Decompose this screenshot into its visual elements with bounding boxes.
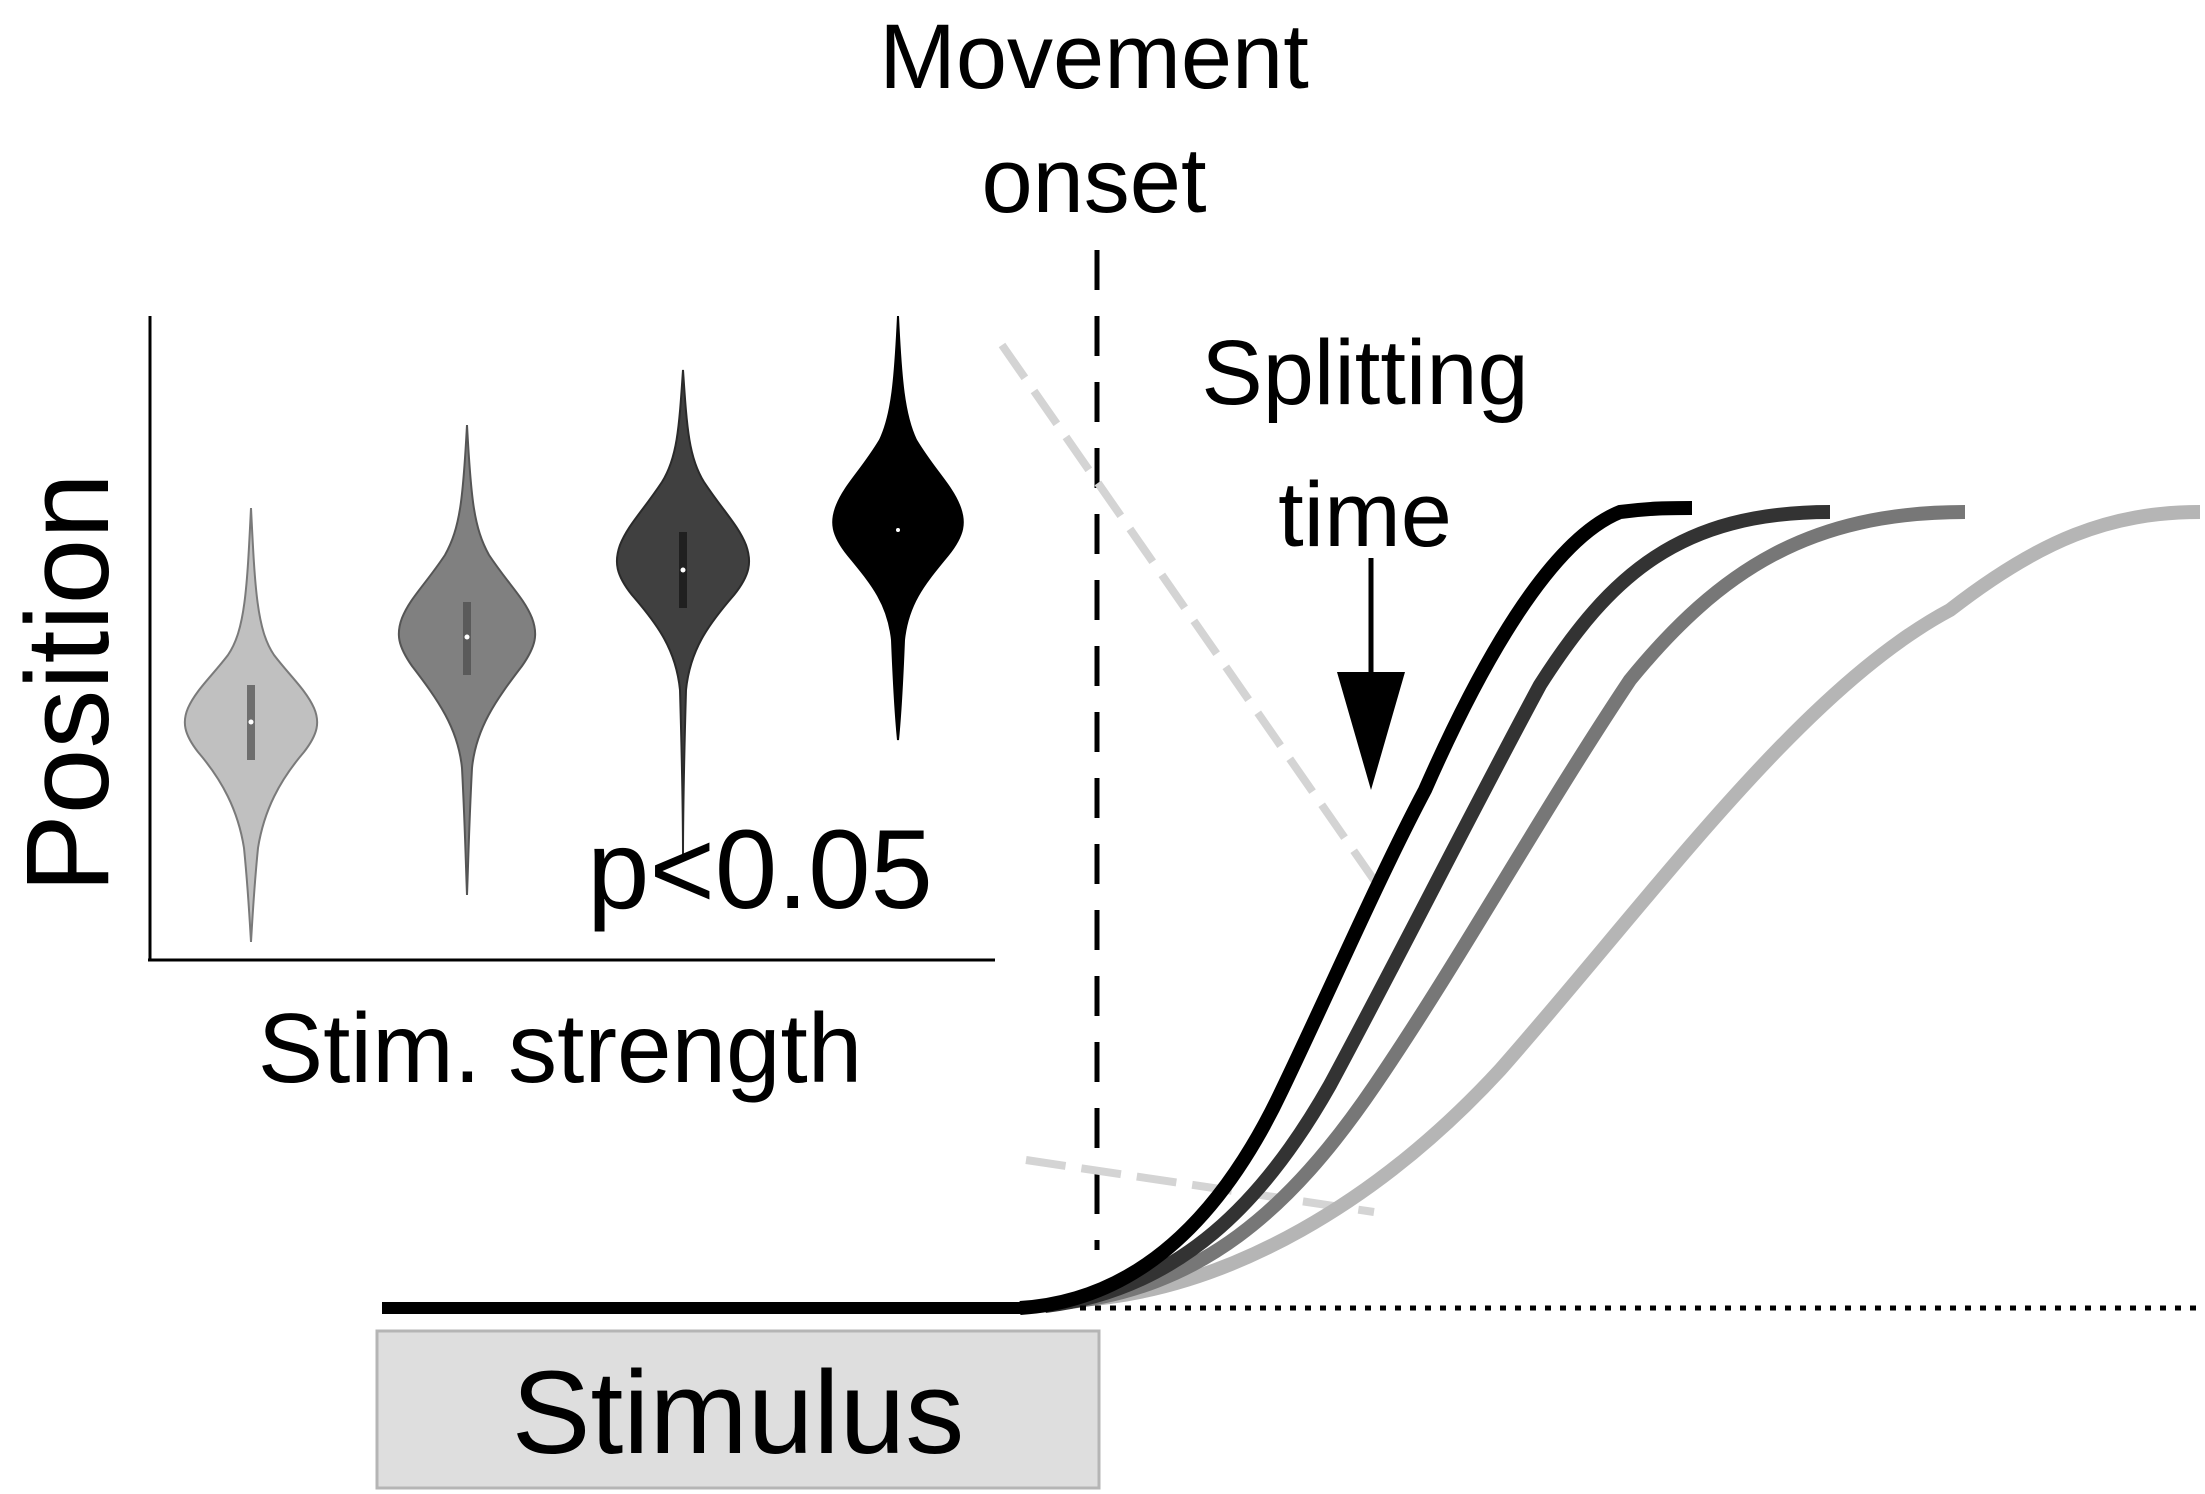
- inset-y-axis-label: Position: [2, 473, 134, 893]
- stimulus-box: Stimulus: [375, 1329, 1101, 1490]
- violin-strongest: [832, 315, 964, 741]
- violin-strong-body: [615, 369, 751, 859]
- splitting-time-annotation: Splitting time: [1201, 322, 1529, 790]
- movement-onset-label-line1: Movement: [879, 6, 1309, 108]
- violin-strong-median: [680, 567, 686, 573]
- inset-x-axis-label: Stim. strength: [258, 993, 863, 1103]
- splitting-time-arrow-head: [1337, 672, 1405, 790]
- violin-weak: [183, 507, 319, 943]
- stimulus-box-label: Stimulus: [512, 1347, 964, 1479]
- movement-onset-marker: Movement onset: [879, 6, 1309, 1250]
- trajectory-strong: [1044, 505, 1831, 1313]
- stimulus-box-rect: [375, 1329, 1101, 1490]
- violin-medium: [397, 424, 537, 896]
- trajectory-strongest: [1019, 501, 1693, 1315]
- trajectories: [382, 501, 2201, 1315]
- trajectory-medium: [1059, 505, 1966, 1310]
- splitting-time-label-line2: time: [1278, 464, 1452, 566]
- trajectory-weak: [1079, 505, 2201, 1307]
- p-value-label: p<0.05: [587, 807, 933, 932]
- violin-weak-median: [248, 719, 254, 725]
- violin-medium-median: [464, 634, 470, 640]
- splitting-time-label-line1: Splitting: [1201, 322, 1528, 424]
- violin-strong: [615, 369, 751, 859]
- lower-fit-line: [1025, 1156, 1375, 1216]
- violin-inset: Position Stim. strength p<0.05: [2, 315, 995, 1103]
- fit-lines: [998, 342, 1378, 1216]
- movement-onset-label-line2: onset: [981, 130, 1206, 232]
- upper-fit-line: [998, 342, 1378, 883]
- violin-strongest-median: [896, 528, 900, 532]
